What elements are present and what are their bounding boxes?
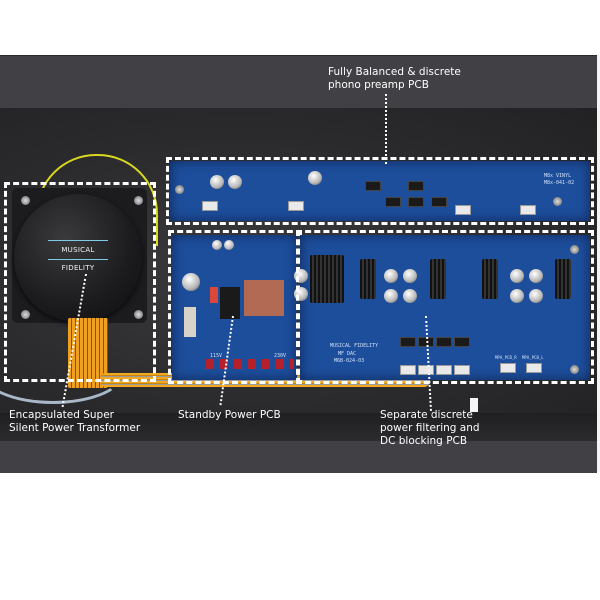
pcb-connector bbox=[400, 365, 416, 375]
phono-leader-line bbox=[385, 94, 387, 164]
mpa-l-connector bbox=[526, 363, 542, 373]
voltage-label-115v: 115V bbox=[210, 353, 223, 359]
pcb-connector bbox=[520, 205, 536, 215]
left-grey-cable bbox=[0, 338, 126, 404]
capacitor bbox=[212, 240, 222, 250]
pcb-marking-part: M6B-024-03 bbox=[334, 358, 365, 364]
power-filter-highlight bbox=[296, 230, 594, 384]
regulator bbox=[454, 337, 470, 347]
power-filter-callout-line3: DC blocking PCB bbox=[380, 435, 468, 447]
capacitor bbox=[403, 269, 417, 283]
transformer-callout-line1: Encapsulated Super bbox=[9, 409, 114, 421]
thermal-sensor-connector bbox=[470, 398, 478, 412]
mpa-r-connector bbox=[500, 363, 516, 373]
capacitor bbox=[403, 289, 417, 303]
heatsink bbox=[310, 255, 344, 303]
pcb-connector bbox=[455, 205, 471, 215]
pcb-marking-brand: MUSICAL FIDELITY bbox=[330, 343, 379, 349]
heatsink bbox=[482, 259, 498, 299]
screw bbox=[553, 197, 562, 206]
connector-label-r: MPA_PCB_R bbox=[495, 355, 517, 360]
regulator bbox=[436, 337, 452, 347]
annotated-photo-panel: MUSICAL FIDELITY M8x VINYL M8x-041-02 bbox=[0, 55, 597, 473]
power-filter-callout-line2: power filtering and bbox=[380, 422, 480, 434]
capacitor bbox=[224, 240, 234, 250]
power-filter-callout: Separate discrete power filtering and DC… bbox=[380, 409, 480, 448]
capacitor bbox=[510, 289, 524, 303]
pcb-connector bbox=[288, 201, 304, 211]
pcb-marking-model: M8x VINYL bbox=[544, 173, 572, 179]
ic-chip bbox=[385, 197, 401, 207]
screw bbox=[175, 185, 184, 194]
phono-callout-line2: phono preamp PCB bbox=[328, 79, 429, 91]
capacitor bbox=[210, 175, 224, 189]
transformer-callout: Encapsulated Super Silent Power Transfor… bbox=[9, 409, 140, 435]
power-transformer: MUSICAL FIDELITY bbox=[14, 194, 142, 322]
capacitor bbox=[384, 289, 398, 303]
heatsink bbox=[360, 259, 376, 299]
connector-label-l: MPA_PCB_L bbox=[522, 355, 544, 360]
capacitor bbox=[510, 269, 524, 283]
chassis-photo: MUSICAL FIDELITY M8x VINYL M8x-041-02 bbox=[0, 108, 597, 441]
heatsink bbox=[555, 259, 571, 299]
fuse-holder bbox=[184, 307, 196, 337]
standby-pcb-highlight bbox=[168, 230, 302, 384]
transformer-highlight bbox=[4, 182, 156, 382]
phono-preamp-pcb: M8x VINYL M8x-041-02 bbox=[170, 161, 590, 221]
phono-callout-line1: Fully Balanced & discrete bbox=[328, 66, 461, 78]
phono-preamp-highlight bbox=[166, 157, 594, 225]
ic-chip bbox=[365, 181, 381, 191]
standby-transformer bbox=[244, 280, 284, 316]
ic-chip bbox=[431, 197, 447, 207]
regulator bbox=[418, 337, 434, 347]
voltage-label-230v: 230V bbox=[274, 353, 287, 359]
screw bbox=[21, 196, 30, 205]
heatsink bbox=[430, 259, 446, 299]
relay bbox=[220, 287, 240, 319]
transformer-callout-line2: Silent Power Transformer bbox=[9, 422, 141, 434]
pcb-marking-model: MF DAC bbox=[338, 351, 357, 357]
standby-callout-line1: Standby Power PCB bbox=[178, 409, 281, 421]
screw bbox=[21, 310, 30, 319]
screw bbox=[134, 196, 143, 205]
ic-chip bbox=[408, 181, 424, 191]
capacitor bbox=[529, 269, 543, 283]
phono-preamp-callout: Fully Balanced & discrete phono preamp P… bbox=[328, 66, 461, 92]
pcb-connector bbox=[454, 365, 470, 375]
power-filter-callout-line1: Separate discrete bbox=[380, 409, 473, 421]
standby-callout: Standby Power PCB bbox=[178, 409, 281, 422]
terminal-posts bbox=[206, 359, 294, 369]
transformer-brand-label: MUSICAL FIDELITY bbox=[48, 240, 108, 272]
capacitor bbox=[529, 289, 543, 303]
screw bbox=[570, 365, 579, 374]
screw bbox=[570, 245, 579, 254]
ic-chip bbox=[408, 197, 424, 207]
pcb-marking-part: M8x-041-02 bbox=[544, 180, 575, 186]
pcb-connector bbox=[436, 365, 452, 375]
standby-power-pcb: 115V 230V bbox=[172, 235, 297, 380]
pcb-connector bbox=[418, 365, 434, 375]
red-capacitor bbox=[210, 287, 218, 303]
regulator bbox=[400, 337, 416, 347]
capacitor bbox=[228, 175, 242, 189]
capacitor bbox=[182, 273, 200, 291]
power-filter-pcb: MUSICAL FIDELITY MF DAC M6B-024-03 MPA_P… bbox=[294, 235, 590, 380]
screw bbox=[134, 310, 143, 319]
capacitor bbox=[308, 171, 322, 185]
right-edge-strip bbox=[597, 55, 600, 472]
pcb-connector bbox=[202, 201, 218, 211]
capacitor bbox=[384, 269, 398, 283]
